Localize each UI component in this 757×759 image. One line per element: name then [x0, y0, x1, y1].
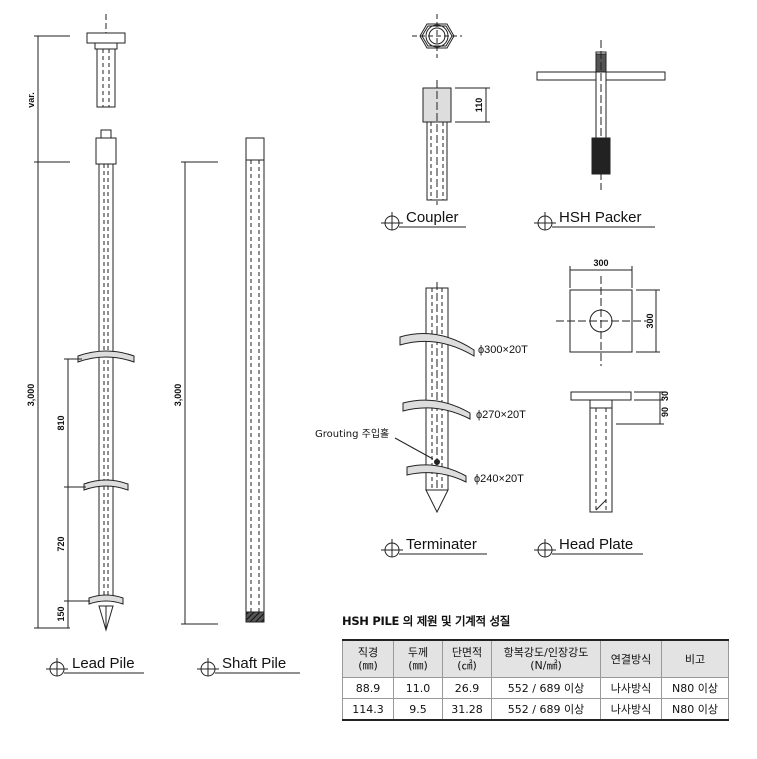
- dim-lead-810: 810: [56, 415, 66, 430]
- label-terminater: Terminater: [406, 536, 477, 553]
- cell-thickness: 9.5: [393, 698, 443, 721]
- label-lead-pile: Lead Pile: [72, 655, 135, 672]
- head-plate-drawing: [556, 266, 664, 513]
- cell-area: 26.9: [442, 677, 492, 699]
- spec-table-section: HSH PILE 의 제원 및 기계적 성질 직경(㎜) 두께(㎜) 단면적(㎠…: [342, 613, 729, 721]
- dim-plate-90: 90: [660, 407, 670, 417]
- dim-plate-30: 30: [660, 391, 670, 401]
- label-hsh-packer: HSH Packer: [559, 209, 642, 226]
- cell-strength: 552 / 689 이상: [491, 698, 601, 721]
- dim-var: var.: [26, 92, 36, 108]
- dim-shaft-length: 3,000: [173, 384, 183, 407]
- cell-area: 31.28: [442, 698, 492, 721]
- lead-pile-drawing: [34, 14, 135, 632]
- cell-connection: 나사방식: [600, 677, 662, 699]
- dim-lead-720: 720: [56, 536, 66, 551]
- header-area: 단면적(㎠): [442, 639, 492, 678]
- header-connection: 연결방식: [600, 639, 662, 678]
- cell-diameter: 88.9: [342, 677, 394, 699]
- dim-lead-150: 150: [56, 606, 66, 621]
- helix-spec-240: ϕ240×20T: [474, 473, 524, 485]
- spec-table: 직경(㎜) 두께(㎜) 단면적(㎠) 항복강도/인장강도(N/㎟) 연결방식 비…: [342, 639, 729, 721]
- label-coupler: Coupler: [406, 209, 459, 226]
- helix-spec-270: ϕ270×20T: [476, 409, 526, 421]
- cell-diameter: 114.3: [342, 698, 394, 721]
- header-remarks: 비고: [661, 639, 729, 678]
- grouting-note: Grouting 주입홀: [315, 427, 389, 440]
- table-row: 88.9 11.0 26.9 552 / 689 이상 나사방식 N80 이상: [342, 677, 729, 699]
- cell-remarks: N80 이상: [661, 677, 729, 699]
- cell-strength: 552 / 689 이상: [491, 677, 601, 699]
- dim-plate-width: 300: [593, 258, 608, 268]
- header-strength: 항복강도/인장강도(N/㎟): [491, 639, 601, 678]
- table-title: HSH PILE 의 제원 및 기계적 성질: [342, 614, 511, 628]
- table-row: 114.3 9.5 31.28 552 / 689 이상 나사방식 N80 이상: [342, 698, 729, 721]
- shaft-pile-drawing: [181, 137, 265, 625]
- label-head-plate: Head Plate: [559, 536, 633, 553]
- header-thickness: 두께(㎜): [393, 639, 443, 678]
- cell-connection: 나사방식: [600, 698, 662, 721]
- dim-plate-height: 300: [645, 313, 655, 328]
- helix-spec-300: ϕ300×20T: [478, 344, 528, 356]
- cell-thickness: 11.0: [393, 677, 443, 699]
- header-diameter: 직경(㎜): [342, 639, 394, 678]
- table-header-row: 직경(㎜) 두께(㎜) 단면적(㎠) 항복강도/인장강도(N/㎟) 연결방식 비…: [342, 639, 729, 678]
- dim-lead-length: 3,000: [26, 384, 36, 407]
- coupler-drawing: [412, 14, 490, 205]
- dim-coupler-110: 110: [474, 98, 484, 113]
- cell-remarks: N80 이상: [661, 698, 729, 721]
- hsh-packer-drawing: [536, 40, 666, 190]
- terminater-drawing: [394, 282, 475, 514]
- label-shaft-pile: Shaft Pile: [222, 655, 286, 672]
